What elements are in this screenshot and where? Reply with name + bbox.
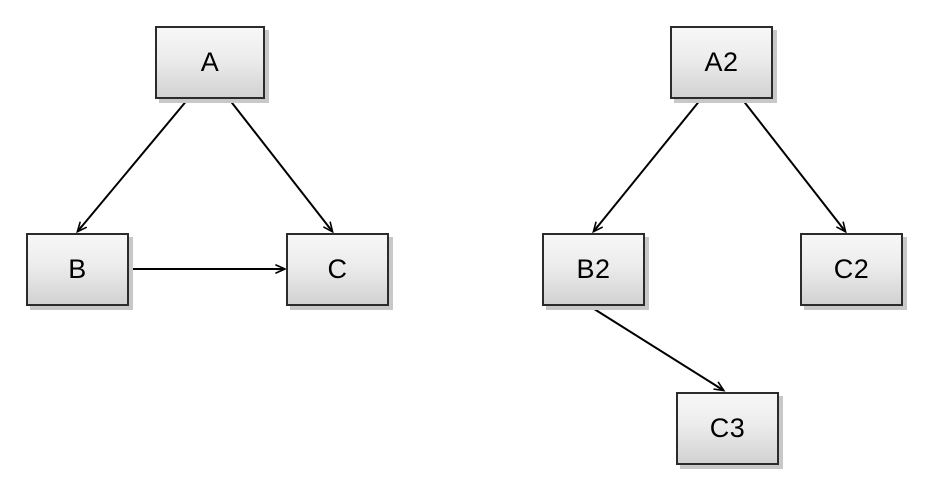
node-label-b: B: [68, 254, 87, 284]
node-label-c3: C3: [709, 413, 746, 443]
node-c[interactable]: C: [286, 233, 389, 306]
edges-group: [76, 98, 847, 392]
edge-a2-to-b2: [592, 98, 702, 234]
node-a2[interactable]: A2: [670, 26, 773, 99]
node-label-c: C: [327, 254, 348, 284]
node-label-a: A: [200, 47, 220, 77]
node-label-c2: C2: [833, 254, 870, 284]
node-b[interactable]: B: [26, 233, 129, 306]
edge-a2-to-c2: [741, 98, 847, 234]
node-c3[interactable]: C3: [676, 392, 779, 465]
edge-a-to-c: [228, 98, 334, 234]
edge-b2-to-c3: [590, 306, 726, 392]
node-label-a2: A2: [704, 47, 739, 77]
node-c2[interactable]: C2: [800, 233, 903, 306]
node-label-b2: B2: [576, 254, 611, 284]
node-a[interactable]: A: [155, 26, 265, 99]
node-b2[interactable]: B2: [542, 233, 645, 306]
edge-a-to-b: [76, 98, 189, 234]
